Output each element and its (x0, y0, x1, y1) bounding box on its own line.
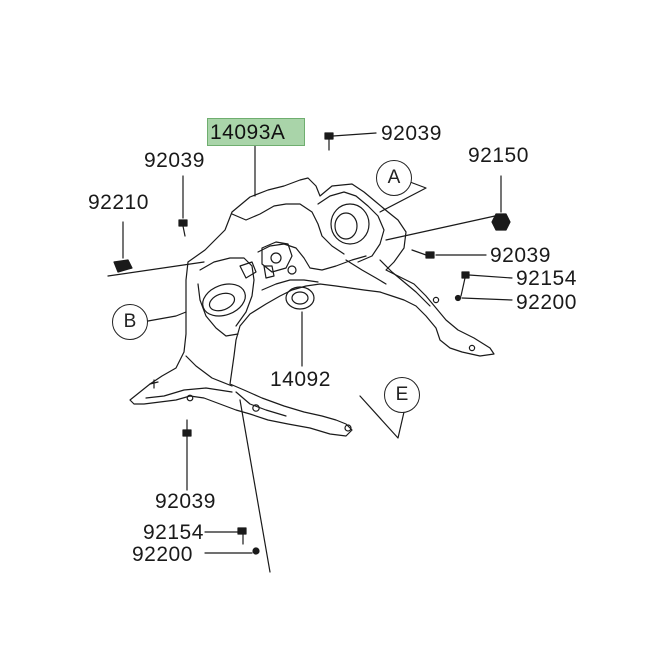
datum-line-vertical (239, 399, 271, 573)
leader-callout-b (147, 311, 187, 322)
mount-hole-4 (468, 344, 476, 352)
mount-hole-1 (252, 404, 260, 412)
washer-bottom (204, 547, 260, 555)
inner-contour-7 (185, 355, 233, 387)
callout-e-letter: E (395, 384, 409, 405)
datum-line-left (107, 261, 205, 277)
main-part-highlight (207, 118, 305, 146)
bolt-right (411, 249, 487, 259)
centre-clip-2 (263, 265, 275, 279)
callout-a: A (376, 160, 412, 196)
inner-contour-6 (379, 259, 431, 307)
inner-contour-5 (317, 191, 385, 263)
centre-boss (287, 265, 297, 275)
inner-panel-outline (129, 177, 495, 437)
mount-hole-3 (186, 394, 194, 402)
part-label-bolt-top-left[interactable]: 92039 (144, 149, 205, 172)
inner-contour-10 (235, 391, 287, 417)
mount-hole-5 (432, 296, 440, 304)
centre-bracket (261, 241, 293, 273)
grommet-outer (285, 286, 315, 310)
stud-right (460, 271, 513, 297)
left-opening-rim (202, 283, 246, 317)
part-label-bolt-bottom[interactable]: 92039 (155, 490, 216, 513)
right-opening-rim (330, 203, 370, 245)
inner-contour-8 (145, 387, 233, 399)
part-label-washer-right[interactable]: 92200 (516, 291, 577, 314)
inner-contour-9 (261, 279, 319, 291)
left-opening (208, 292, 236, 312)
centre-bolt (270, 252, 282, 264)
inner-contour-11 (345, 259, 387, 285)
grommet-inner (291, 291, 309, 305)
part-label-bolt-top-right[interactable]: 92039 (381, 122, 442, 145)
callout-b-letter: B (123, 311, 137, 332)
inner-contour-2 (197, 283, 239, 337)
callout-a-letter: A (387, 167, 401, 188)
part-label-stud-bottom[interactable]: 92154 (143, 521, 204, 544)
leader-callout-a (379, 181, 427, 213)
part-label-bolt-right[interactable]: 92039 (490, 244, 551, 267)
inner-contour-1 (199, 257, 255, 327)
callout-e: E (384, 377, 420, 413)
stud-bottom (204, 527, 247, 545)
datum-line-right (385, 213, 505, 241)
right-opening (334, 212, 358, 240)
bolt-bottom (182, 419, 192, 491)
mount-hole-2 (344, 424, 352, 432)
part-label-grommet[interactable]: 14092 (270, 368, 331, 391)
leader-callout-e (359, 395, 405, 439)
nut-right (491, 175, 511, 231)
part-label-clip-left[interactable]: 92210 (88, 191, 149, 214)
part-label-stud-right[interactable]: 92154 (516, 267, 577, 290)
centre-clip (239, 261, 257, 279)
part-label-nut-right[interactable]: 92150 (468, 144, 529, 167)
inner-contour-3 (231, 203, 345, 255)
arrow-mark-left (149, 379, 159, 389)
bolt-top-left (178, 175, 188, 237)
part-label-washer-bottom[interactable]: 92200 (132, 543, 193, 566)
inner-contour-4 (257, 243, 367, 271)
clip-left (113, 221, 133, 273)
part-label-main[interactable]: 14093A (210, 121, 286, 144)
washer-right (454, 294, 513, 302)
bolt-top-right (324, 132, 377, 151)
callout-b: B (112, 304, 148, 340)
